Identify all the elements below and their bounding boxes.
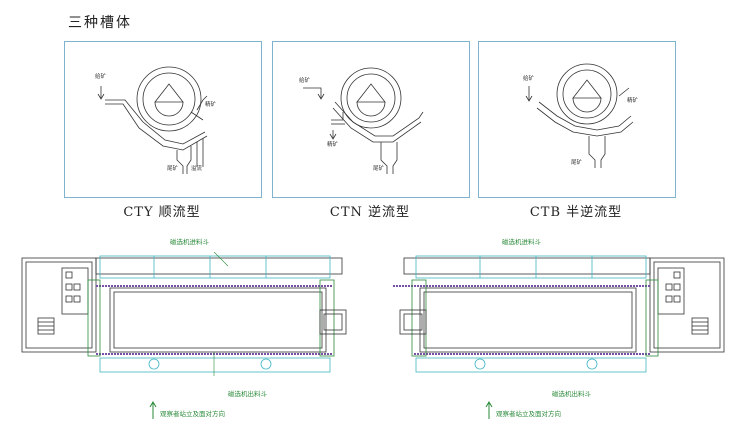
cty-diagram: 给矿 精矿 尾矿 溢流	[95, 66, 217, 174]
ctn-diagram: 给矿 精矿 尾矿	[299, 67, 424, 174]
right-view-arrow-icon	[485, 401, 493, 419]
cty-overflow-label: 溢流	[191, 164, 203, 172]
left-discharge-hopper-label: 磁选机出料斗	[228, 390, 267, 398]
plan-left-svg	[21, 251, 347, 416]
ctb-concentrate-label: 精矿	[627, 96, 639, 104]
ctn-tailings-label: 尾矿	[373, 164, 385, 172]
left-feed-hopper-label: 磁选机进料斗	[170, 238, 209, 246]
ctn-feed-label: 给矿	[299, 76, 311, 84]
panel-ctb: 给矿 精矿 尾矿	[478, 41, 676, 198]
right-discharge-hopper-label: 磁选机出料斗	[552, 390, 591, 398]
plan-drawing-right	[388, 252, 728, 380]
cty-tailings-label: 尾矿	[167, 164, 179, 172]
right-feed-hopper-label: 磁选机进料斗	[502, 238, 541, 246]
right-view-direction-label: 观察者站立及面对方向	[496, 410, 561, 418]
panel-ctn: 给矿 精矿 尾矿	[272, 41, 470, 198]
caption-cty: CTY 顺流型	[123, 205, 201, 220]
ctb-feed-label: 给矿	[523, 74, 535, 82]
caption-ctn: CTN 逆流型	[329, 205, 411, 220]
cty-feed-label: 给矿	[95, 72, 107, 80]
ctb-tailings-label: 尾矿	[571, 158, 583, 166]
left-view-arrow-icon	[149, 401, 157, 419]
cty-concentrate-label: 精矿	[205, 100, 217, 108]
page-heading: 三种槽体	[68, 15, 132, 31]
panel-cty: 给矿 精矿 尾矿 溢流	[64, 41, 262, 198]
plan-drawing-left	[18, 251, 358, 416]
plan-right-svg	[392, 255, 725, 373]
ctn-concentrate-label: 精矿	[327, 140, 339, 148]
ctb-diagram: 给矿 精矿 尾矿	[523, 63, 639, 168]
caption-ctb: CTB 半逆流型	[529, 205, 623, 220]
left-view-direction-label: 观察者站立及面对方向	[160, 410, 225, 418]
